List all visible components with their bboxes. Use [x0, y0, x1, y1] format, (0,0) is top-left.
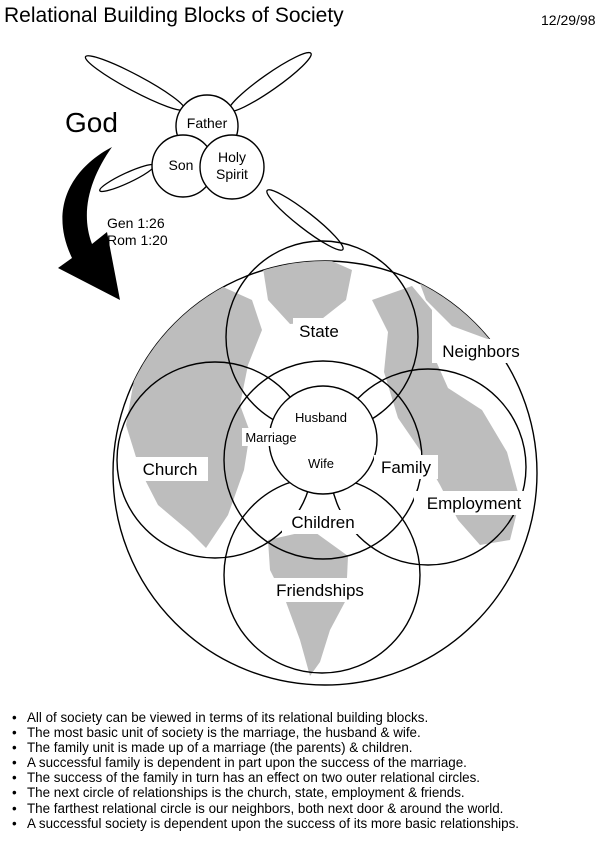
- label-marriage: Marriage: [245, 430, 296, 445]
- greenland-land: [262, 261, 352, 324]
- label-family: Family: [381, 458, 432, 477]
- ray-upper-right: [228, 51, 312, 113]
- bullet-item: All of society can be viewed in terms of…: [12, 710, 519, 725]
- curved-arrow: [58, 147, 120, 300]
- label-spirit: Spirit: [216, 166, 248, 182]
- europe-africa-land: [372, 286, 520, 545]
- bullet-item: The success of the family in turn has an…: [12, 770, 519, 785]
- god-label: God: [65, 107, 118, 138]
- label-husband: Husband: [295, 410, 347, 425]
- label-wife: Wife: [308, 456, 334, 471]
- label-neighbors: Neighbors: [442, 342, 520, 361]
- light-rays: [84, 51, 344, 251]
- bullet-item: The farthest relational circle is our ne…: [12, 801, 519, 816]
- bullet-item: The most basic unit of society is the ma…: [12, 725, 519, 740]
- label-friendships: Friendships: [276, 581, 364, 600]
- label-son: Son: [169, 157, 194, 173]
- label-state: State: [299, 322, 339, 341]
- ray-lower-right: [266, 189, 344, 251]
- bullet-item: The family unit is made up of a marriage…: [12, 740, 519, 755]
- north-america-land: [126, 282, 262, 548]
- reference-romans: Rom 1:20: [107, 232, 168, 248]
- circle-spirit: [199, 134, 265, 200]
- bullet-item: A successful family is dependent in part…: [12, 755, 519, 770]
- label-holy: Holy: [218, 149, 246, 165]
- bullet-item: The next circle of relationships is the …: [12, 785, 519, 800]
- label-children: Children: [291, 513, 354, 532]
- label-father: Father: [187, 115, 228, 131]
- label-employment: Employment: [427, 494, 522, 513]
- south-america-land: [268, 530, 348, 676]
- label-church: Church: [143, 460, 198, 479]
- reference-genesis: Gen 1:26: [107, 215, 165, 231]
- page-title: Relational Building Blocks of Society: [4, 4, 344, 27]
- date-label: 12/29/98: [541, 12, 596, 28]
- trinity-circles: [151, 94, 265, 200]
- ray-lower-left: [99, 163, 155, 193]
- bullet-list: All of society can be viewed in terms of…: [12, 710, 519, 831]
- bullet-item: A successful society is dependent upon t…: [12, 816, 519, 831]
